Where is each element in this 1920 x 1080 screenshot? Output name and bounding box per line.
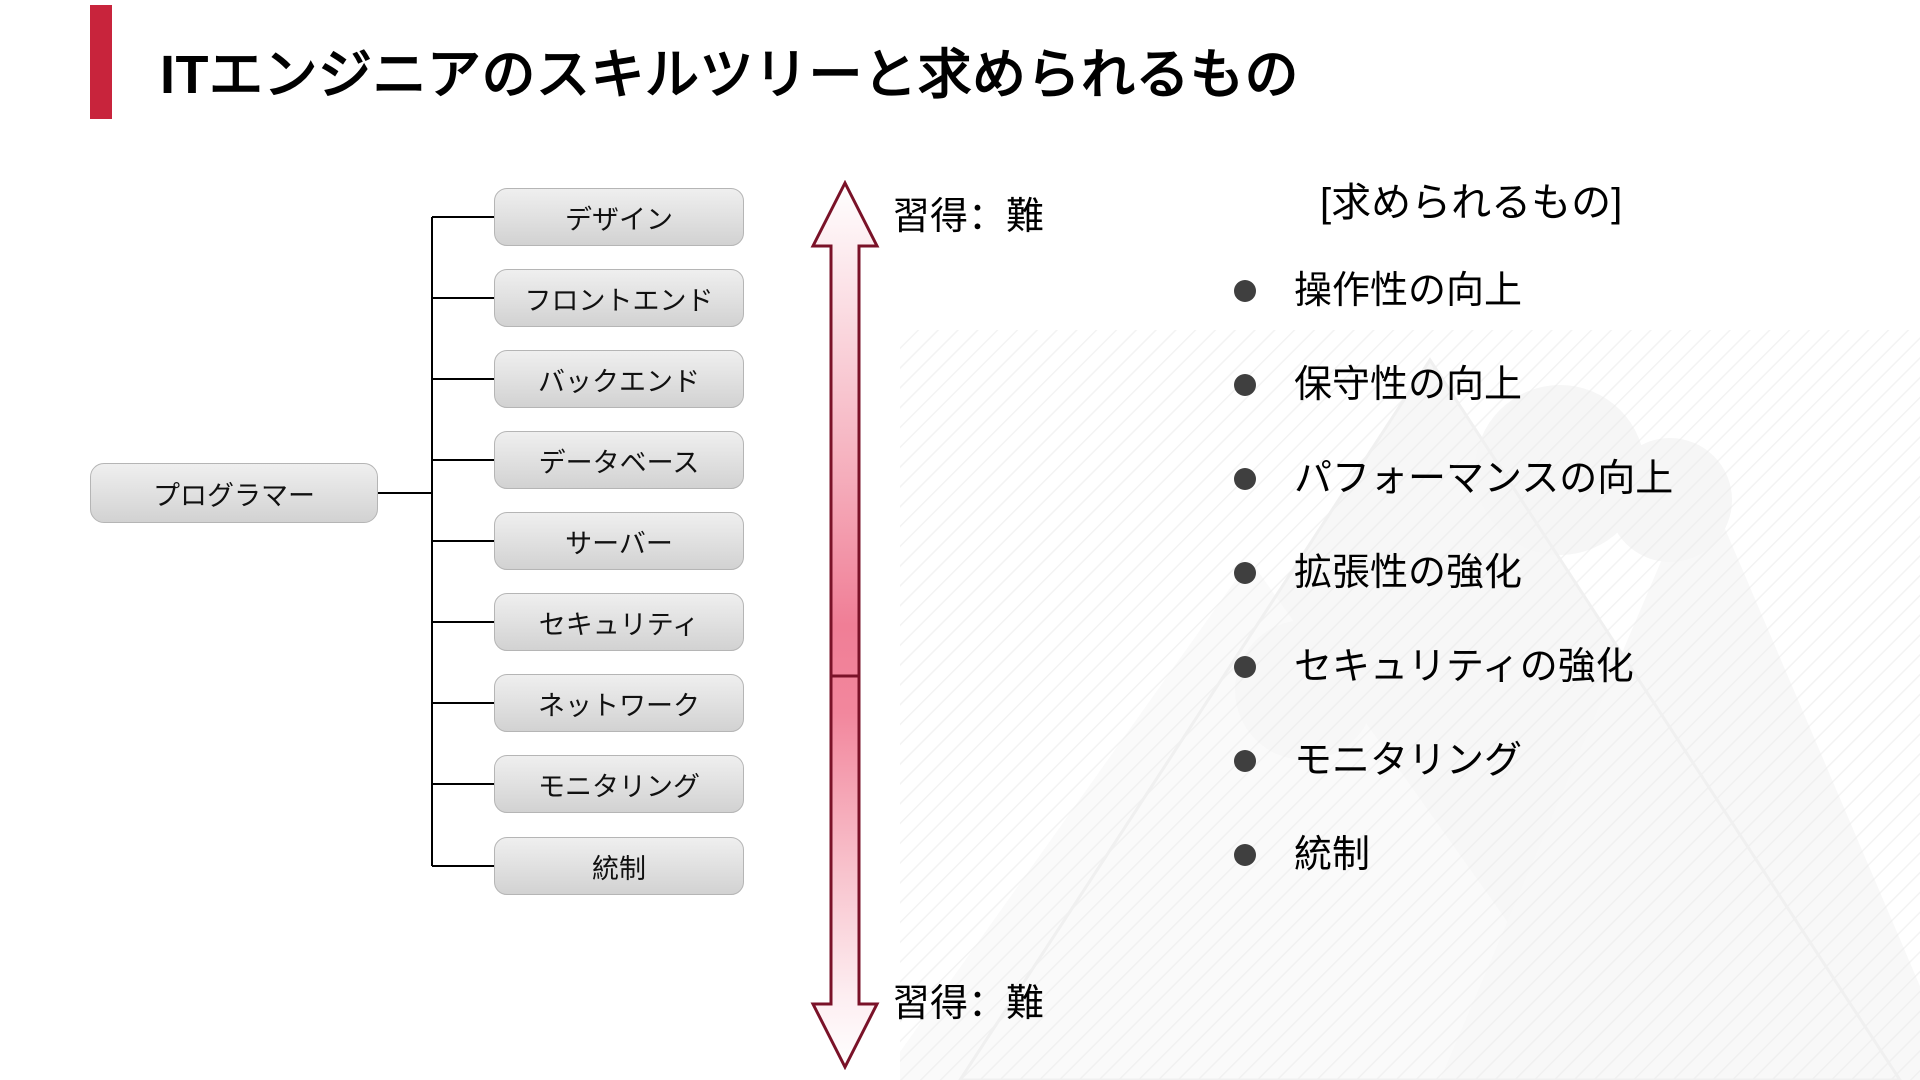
requirement-label: 統制: [1294, 834, 1371, 876]
requirement-label: モニタリング: [1294, 740, 1523, 782]
bullet-icon: [1234, 844, 1256, 866]
tree-node-label: 統制: [592, 853, 646, 884]
tree-node-label: データベース: [538, 447, 700, 478]
list-item: モニタリング: [1230, 730, 1890, 792]
tree-node-label: モニタリング: [538, 771, 700, 802]
tree-node-label: ネットワーク: [538, 690, 700, 721]
list-item: 統制: [1230, 824, 1890, 886]
list-item: 拡張性の強化: [1230, 542, 1890, 604]
tree-node-governance[interactable]: 統制: [494, 837, 744, 895]
tree-node-server[interactable]: サーバー: [494, 512, 744, 570]
tree-node-label: フロントエンド: [524, 285, 714, 316]
requirements-panel: [求められるもの] 操作性の向上 保守性の向上 パフォーマンスの向上 拡張性の強…: [1230, 170, 1890, 918]
tree-node-monitoring[interactable]: モニタリング: [494, 755, 744, 813]
bullet-icon: [1234, 374, 1256, 396]
tree-node-backend[interactable]: バックエンド: [494, 350, 744, 408]
tree-node-security[interactable]: セキュリティ: [494, 593, 744, 651]
requirement-label: セキュリティの強化: [1294, 646, 1634, 688]
bullet-icon: [1234, 562, 1256, 584]
title-accent-bar: [90, 5, 112, 119]
tree-node-label: セキュリティ: [538, 609, 700, 640]
requirement-label: 操作性の向上: [1294, 270, 1523, 312]
difficulty-label-bottom: 習得：難: [892, 983, 1045, 1025]
bullet-icon: [1234, 750, 1256, 772]
tree-node-design[interactable]: デザイン: [494, 188, 744, 246]
tree-node-root-label: プログラマー: [153, 480, 315, 511]
requirement-label: 保守性の向上: [1294, 364, 1523, 406]
tree-node-network[interactable]: ネットワーク: [494, 674, 744, 732]
difficulty-double-arrow-icon: [810, 180, 880, 1070]
list-item: パフォーマンスの向上: [1230, 448, 1890, 510]
page-title: ITエンジニアのスキルツリーと求められるもの: [160, 45, 1299, 105]
bullet-icon: [1234, 468, 1256, 490]
tree-node-root[interactable]: プログラマー: [90, 463, 378, 523]
list-item: セキュリティの強化: [1230, 636, 1890, 698]
tree-node-database[interactable]: データベース: [494, 431, 744, 489]
list-item: 操作性の向上: [1230, 260, 1890, 322]
tree-node-label: デザイン: [565, 204, 673, 235]
bullet-icon: [1234, 280, 1256, 302]
list-item: 保守性の向上: [1230, 354, 1890, 416]
requirement-label: 拡張性の強化: [1294, 552, 1523, 594]
bullet-icon: [1234, 656, 1256, 678]
difficulty-label-top: 習得：難: [892, 196, 1045, 238]
tree-node-label: サーバー: [565, 528, 673, 559]
tree-node-frontend[interactable]: フロントエンド: [494, 269, 744, 327]
requirement-label: パフォーマンスの向上: [1294, 458, 1674, 500]
tree-node-label: バックエンド: [538, 366, 700, 397]
requirements-heading: [求められるもの]: [1320, 181, 1623, 225]
